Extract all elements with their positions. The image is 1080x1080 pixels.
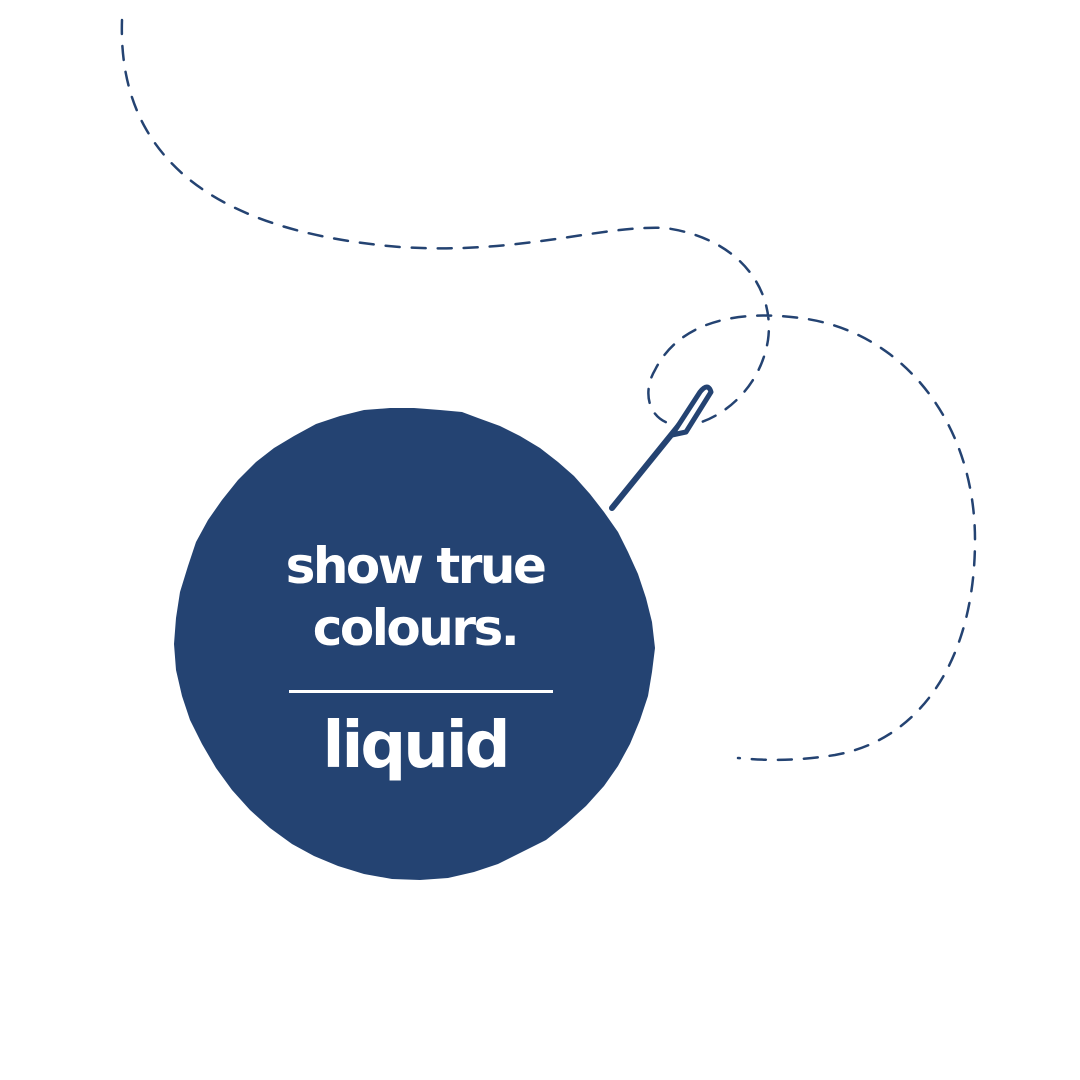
brand-logo-text: liquid bbox=[322, 709, 511, 783]
headline-line-2: colours. bbox=[312, 599, 520, 657]
dashed-thread-icon bbox=[120, 18, 977, 762]
headline-line-1: show true bbox=[285, 537, 547, 595]
badge-circle bbox=[174, 408, 655, 880]
sewing-needle-icon bbox=[609, 384, 714, 511]
divider bbox=[289, 690, 553, 693]
headline: show true colours. bbox=[240, 535, 590, 659]
